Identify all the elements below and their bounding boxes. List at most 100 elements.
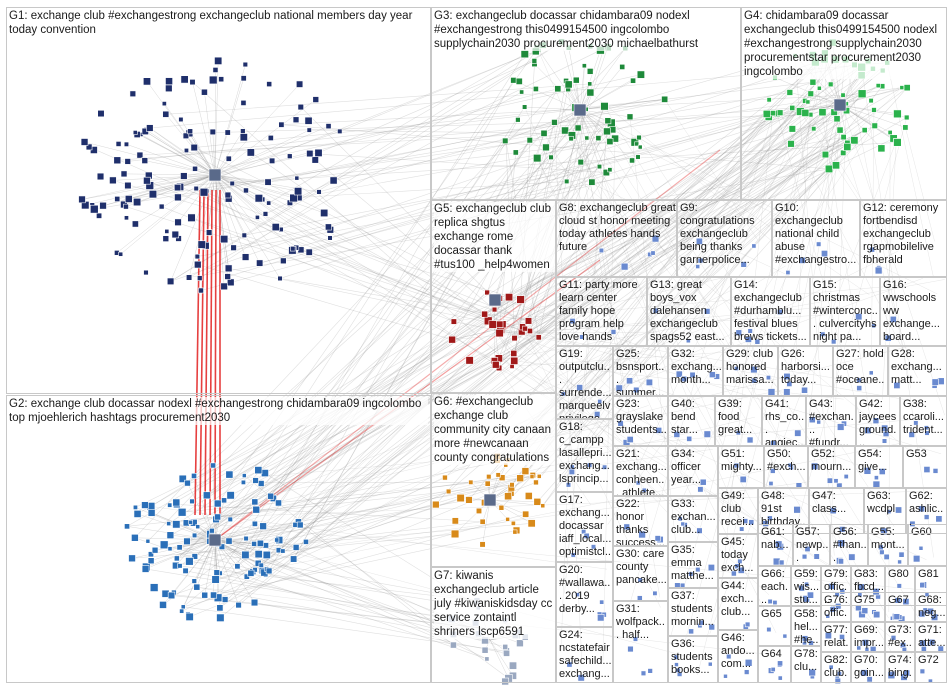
node — [802, 595, 810, 603]
edge — [175, 565, 477, 601]
edge — [214, 60, 219, 176]
group-box-g16: G16: wwschools ww exchange... board... — [880, 277, 947, 346]
node — [576, 384, 584, 391]
group-box-g11: G11: party more learn center family hope… — [556, 277, 647, 346]
edge — [579, 80, 634, 111]
group-label-g19: G19: outputclu... surrende... marqueelv … — [559, 348, 612, 419]
node — [159, 601, 167, 609]
edge — [607, 125, 875, 525]
node — [875, 83, 881, 89]
edge — [579, 109, 607, 173]
group-box-g20: G20: #wallawa... 2019 derby... — [556, 562, 613, 627]
node — [212, 67, 219, 73]
node — [96, 212, 103, 219]
node — [143, 176, 151, 185]
node — [893, 138, 902, 147]
node — [533, 154, 542, 163]
node — [561, 126, 569, 135]
edge — [800, 111, 893, 252]
node — [568, 135, 574, 142]
edge — [511, 366, 927, 561]
node — [229, 180, 235, 187]
node — [182, 132, 190, 139]
node — [744, 659, 753, 667]
group-box-g73: G73: #ex... — [885, 622, 915, 652]
edge — [186, 150, 485, 315]
node — [515, 117, 521, 123]
node — [857, 89, 867, 99]
node — [709, 371, 716, 378]
node — [777, 309, 783, 316]
node — [783, 372, 791, 381]
group-box-g1: G1: exchange club #exchangestrong exchan… — [6, 7, 431, 394]
node — [629, 157, 635, 164]
node — [208, 168, 222, 182]
group-box-g69: G69: impr... — [851, 622, 885, 652]
node — [114, 196, 121, 202]
group-label-g55: G55: mont... — [871, 526, 905, 551]
node — [821, 250, 828, 258]
node — [209, 527, 215, 534]
edge — [176, 292, 488, 559]
node — [893, 613, 901, 620]
edge — [144, 160, 216, 176]
edge — [188, 174, 216, 278]
node — [202, 491, 211, 500]
edge — [494, 279, 945, 362]
node — [502, 137, 509, 144]
node — [465, 356, 474, 365]
node — [505, 517, 510, 522]
group-box-g22: G22: honor thanks success... — [613, 496, 668, 546]
node — [516, 474, 524, 482]
group-label-g76: G76: offic... — [824, 594, 848, 621]
edge — [538, 337, 580, 346]
edge — [554, 122, 583, 664]
edge — [189, 114, 811, 134]
edge — [214, 524, 296, 541]
node — [768, 481, 774, 486]
group-label-g43: G43: #exchan... #fundr... — [809, 398, 854, 446]
node — [118, 251, 124, 257]
edge — [214, 174, 234, 248]
node — [604, 117, 612, 125]
node — [225, 155, 232, 162]
node — [522, 325, 528, 332]
node — [923, 514, 930, 520]
node — [685, 338, 691, 344]
group-box-g51: G51: mighty... — [718, 446, 764, 488]
node — [264, 178, 272, 186]
group-box-g12: G12: ceremony fortbendisd exchangeclub r… — [860, 200, 947, 277]
edge — [214, 523, 255, 541]
edge — [495, 109, 875, 365]
edge — [216, 459, 508, 520]
node — [235, 601, 242, 609]
node — [801, 553, 808, 560]
edge — [169, 87, 902, 506]
edge — [779, 117, 907, 589]
node — [172, 498, 181, 507]
node — [637, 144, 643, 150]
node — [269, 157, 276, 164]
edge — [164, 544, 479, 635]
node — [505, 293, 514, 302]
group-label-g65: G65 — [761, 608, 782, 620]
node — [850, 136, 859, 145]
edge — [453, 125, 875, 322]
edge — [214, 152, 319, 176]
group-box-g50: G50: #exch... — [764, 446, 808, 488]
node — [280, 548, 286, 554]
edge — [176, 298, 500, 559]
node — [794, 429, 802, 437]
node — [132, 504, 138, 510]
node — [262, 550, 271, 559]
node — [510, 520, 516, 526]
node — [918, 505, 925, 513]
edge — [217, 490, 921, 518]
edge — [191, 217, 531, 332]
node — [159, 540, 169, 550]
node — [294, 187, 303, 196]
edge — [214, 131, 340, 176]
edge — [189, 133, 216, 176]
group-box-g72: G72 — [915, 652, 947, 683]
node — [602, 168, 610, 177]
